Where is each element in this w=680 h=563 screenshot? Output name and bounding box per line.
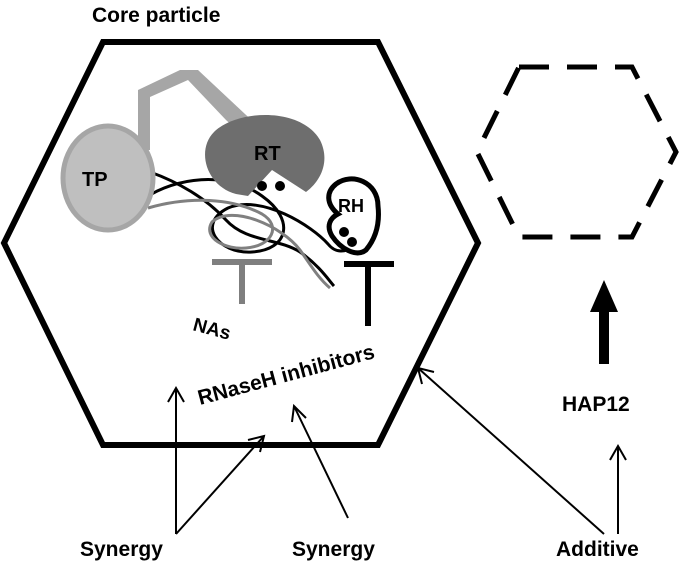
synergy-middle-label: Synergy	[292, 538, 375, 561]
rh-label: RH	[338, 196, 364, 216]
synergy-left-arrowhead-nas	[167, 385, 185, 403]
synergy-left-label: Synergy	[80, 538, 163, 561]
rh-active-site-dot	[347, 237, 357, 247]
additive-label: Additive	[556, 538, 639, 561]
synergy-middle-arrow	[293, 405, 349, 519]
additive-arrowhead-hap12	[609, 443, 627, 461]
rh-active-site-dot	[339, 227, 349, 237]
additive-arrow-to-core	[417, 367, 605, 535]
rt-label: RT	[254, 143, 281, 165]
rt-active-site-dot	[275, 181, 285, 191]
rna-strand-black-lower	[149, 170, 336, 288]
tp-rt-arm	[138, 70, 260, 150]
hap12-arrowhead	[590, 280, 618, 312]
tp-domain	[60, 123, 156, 233]
interaction-arrows	[167, 366, 627, 535]
core-particle-hexagon	[0, 39, 482, 448]
rt-domain	[205, 114, 325, 196]
rt-active-site-dot	[257, 181, 267, 191]
tp-label: TP	[82, 169, 108, 191]
hap12-label: HAP12	[562, 393, 630, 416]
synergy-left-arrow-to-rnaseh	[175, 435, 265, 535]
dna-strand-gray	[147, 198, 331, 290]
rnaseh-inhibitors-label: RNaseH inhibitors	[195, 341, 377, 410]
synergy-left-arrowhead-rnaseh	[247, 434, 266, 453]
dashed-capsid-hexagon	[474, 64, 679, 240]
core-particle-title: Core particle	[92, 4, 220, 27]
synergy-middle-arrowhead	[291, 403, 307, 423]
nas-label: NAs	[191, 315, 233, 345]
additive-arrowhead-core	[416, 366, 435, 385]
